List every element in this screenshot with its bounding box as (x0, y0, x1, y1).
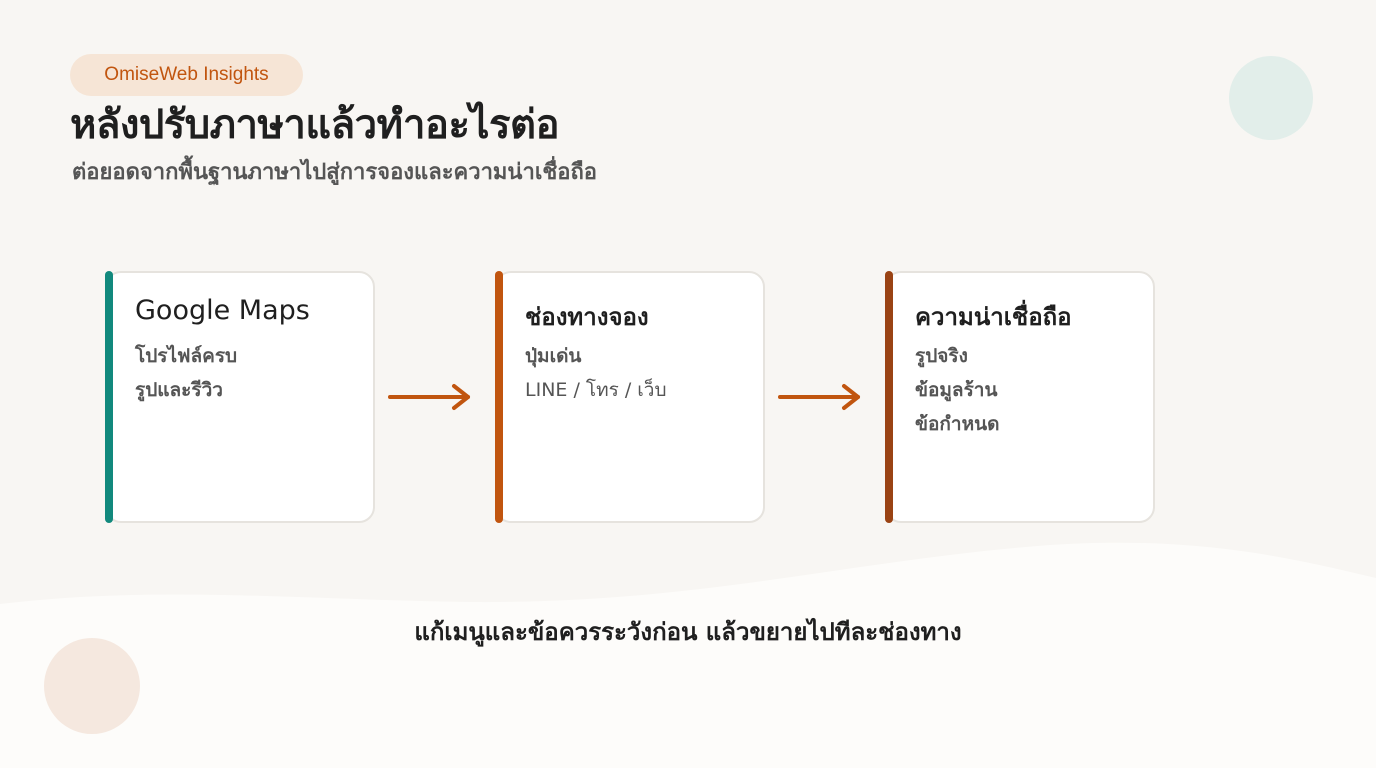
card-accent-bar (105, 271, 113, 523)
page-title: หลังปรับภาษาแล้วทำอะไรต่อ (70, 102, 560, 148)
card-title: Google Maps (135, 295, 310, 326)
card-title: ช่องทางจอง (525, 303, 649, 331)
card-item: ข้อกำหนด (915, 413, 1000, 435)
card-google-maps: Google Maps โปรไฟล์ครบ รูปและรีวิว (105, 271, 375, 523)
card-booking-channels: ช่องทางจอง ปุ่มเด่น LINE / โทร / เว็บ (495, 271, 765, 523)
arrow-right-icon (778, 384, 860, 410)
brand-tag: OmiseWeb Insights (70, 54, 303, 96)
card-credibility: ความน่าเชื่อถือ รูปจริง ข้อมูลร้าน ข้อกำ… (885, 271, 1155, 523)
decorative-circle (44, 638, 140, 734)
card-item: ข้อมูลร้าน (915, 379, 998, 401)
card-item: โปรไฟล์ครบ (135, 345, 238, 367)
arrow-right-icon (388, 384, 470, 410)
card-accent-bar (495, 271, 503, 523)
card-item: ปุ่มเด่น (525, 345, 582, 367)
page-subtitle: ต่อยอดจากพื้นฐานภาษาไปสู่การจองและความน่… (72, 160, 598, 185)
card-item: รูปและรีวิว (135, 379, 223, 401)
footer-takeaway: แก้เมนูและข้อควรระวังก่อน แล้วขยายไปทีละ… (414, 618, 962, 646)
decorative-circle (1229, 56, 1313, 140)
card-item: LINE / โทร / เว็บ (525, 379, 667, 401)
card-accent-bar (885, 271, 893, 523)
card-title: ความน่าเชื่อถือ (915, 303, 1072, 331)
card-item: รูปจริง (915, 345, 968, 367)
